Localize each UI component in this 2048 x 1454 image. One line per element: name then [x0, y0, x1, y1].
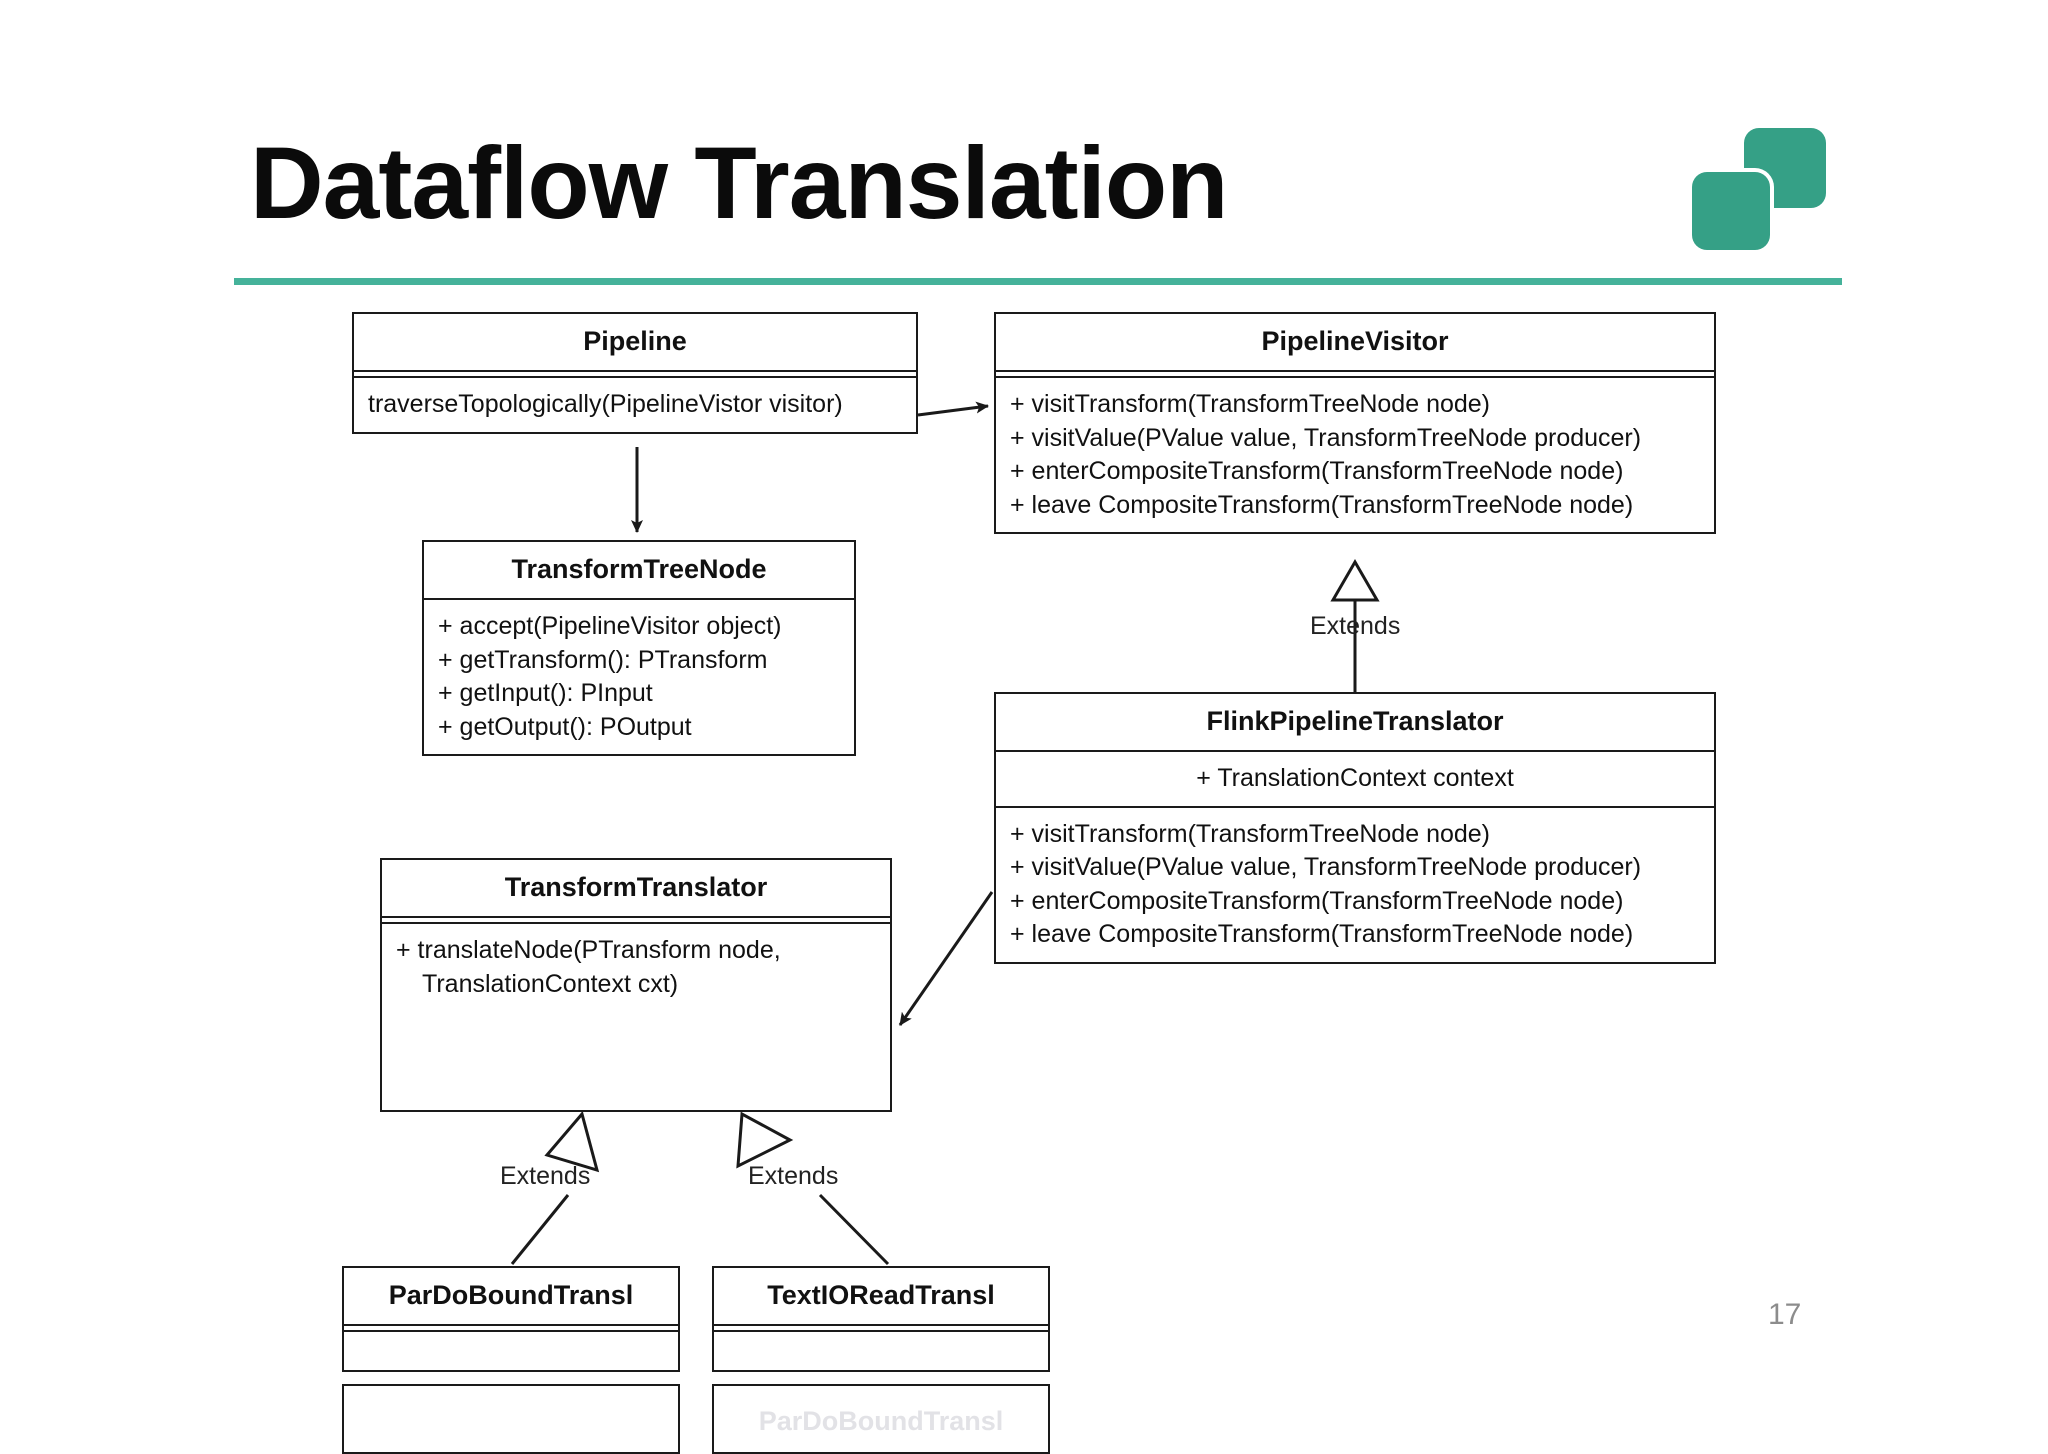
page-title: Dataflow Translation — [250, 126, 1228, 240]
class-section-divider — [354, 372, 916, 378]
logo-square-front-icon — [1692, 172, 1770, 250]
method-line: + translateNode(PTransform node, — [396, 936, 781, 964]
class-name-pipelinevisitor: PipelineVisitor — [996, 314, 1714, 372]
class-box-textioreadtransl[interactable]: TextIOReadTransl — [712, 1266, 1050, 1372]
method-line: + visitTransform(TransformTreeNode node) — [1010, 390, 1491, 418]
class-name-flinkpipelinetranslator: FlinkPipelineTranslator — [996, 694, 1714, 752]
method-line: + enterCompositeTransform(TransformTreeN… — [1010, 886, 1624, 915]
edge-flink-to-pipelinevisitor-arrowhead — [1330, 559, 1380, 602]
method-line: + getInput(): PInput — [438, 679, 653, 707]
class-name-transformtranslator: TransformTranslator — [382, 860, 890, 918]
class-name-pardoboundtransl: ParDoBoundTransl — [344, 1268, 678, 1326]
class-box-pardoboundtransl[interactable]: ParDoBoundTransl — [342, 1266, 680, 1372]
method-line: traverseTopologically(PipelineVistor vis… — [368, 390, 843, 418]
method-line: + getTransform(): PTransform — [438, 645, 768, 674]
attribute-line: + TranslationContext context — [1196, 764, 1514, 792]
class-body-pardoboundtransl — [344, 1332, 678, 1370]
class-box-pipeline[interactable]: Pipeline traverseTopologically(PipelineV… — [352, 312, 918, 434]
edge-textioread-to-transformtranslator-stem — [818, 1193, 890, 1266]
class-section-divider — [996, 372, 1714, 378]
method-line: + enterCompositeTransform(TransformTreeN… — [1010, 457, 1624, 485]
edge-flink-to-transformtranslator — [898, 891, 994, 1026]
class-attributes-flinkpipelinetranslator: + TranslationContext context — [996, 752, 1714, 808]
method-line: + visitValue(PValue value, TransformTree… — [1010, 853, 1642, 881]
class-section-divider — [714, 1326, 1048, 1332]
class-section-divider — [382, 918, 890, 924]
method-line: + leave CompositeTransform(TransformTree… — [1010, 490, 1634, 519]
class-name-transformtreenode: TransformTreeNode — [424, 542, 854, 600]
class-methods-transformtreenode: + accept(PipelineVisitor object) + getTr… — [424, 600, 854, 754]
method-line: + accept(PipelineVisitor object) — [438, 612, 782, 640]
class-box-transformtreenode[interactable]: TransformTreeNode + accept(PipelineVisit… — [422, 540, 856, 756]
edge-label-extends-right: Extends — [748, 1162, 839, 1190]
method-line: + visitTransform(TransformTreeNode node) — [1010, 819, 1491, 848]
method-line: + getOutput(): POutput — [438, 712, 692, 741]
edge-pipeline-to-pipelinevisitor — [917, 401, 989, 417]
class-box-pipelinevisitor[interactable]: PipelineVisitor + visitTransform(Transfo… — [994, 312, 1716, 534]
edge-pardobound-to-transformtranslator-stem — [510, 1194, 570, 1265]
class-box-cutoff-right[interactable]: ParDoBoundTransl — [712, 1384, 1050, 1454]
class-methods-flinkpipelinetranslator: + visitTransform(TransformTreeNode node)… — [996, 808, 1714, 962]
method-line-continuation: TranslationContext cxt) — [422, 969, 679, 998]
class-methods-transformtranslator: + translateNode(PTransform node, Transla… — [382, 924, 890, 1174]
page-number: 17 — [1768, 1298, 1802, 1331]
title-divider-rule — [234, 278, 1842, 285]
class-name-textioreadtransl: TextIOReadTransl — [714, 1268, 1048, 1326]
class-methods-pipelinevisitor: + visitTransform(TransformTreeNode node)… — [996, 378, 1714, 532]
method-line: + leave CompositeTransform(TransformTree… — [1010, 920, 1634, 948]
method-line: + visitValue(PValue value, TransformTree… — [1010, 423, 1642, 452]
class-box-transformtranslator[interactable]: TransformTranslator + translateNode(PTra… — [380, 858, 892, 1112]
class-section-divider — [344, 1326, 678, 1332]
brand-logo — [1692, 128, 1832, 250]
class-name-cutoff-left — [344, 1386, 678, 1406]
class-name-cutoff-right: ParDoBoundTransl — [758, 1406, 1004, 1436]
class-body-textioreadtransl — [714, 1332, 1048, 1370]
class-name-pipeline: Pipeline — [354, 314, 916, 372]
class-box-cutoff-left[interactable] — [342, 1384, 680, 1454]
class-box-flinkpipelinetranslator[interactable]: FlinkPipelineTranslator + TranslationCon… — [994, 692, 1716, 964]
edge-label-extends-flink: Extends — [1310, 612, 1401, 640]
edge-label-extends-left: Extends — [500, 1162, 591, 1190]
class-methods-pipeline: traverseTopologically(PipelineVistor vis… — [354, 378, 916, 432]
